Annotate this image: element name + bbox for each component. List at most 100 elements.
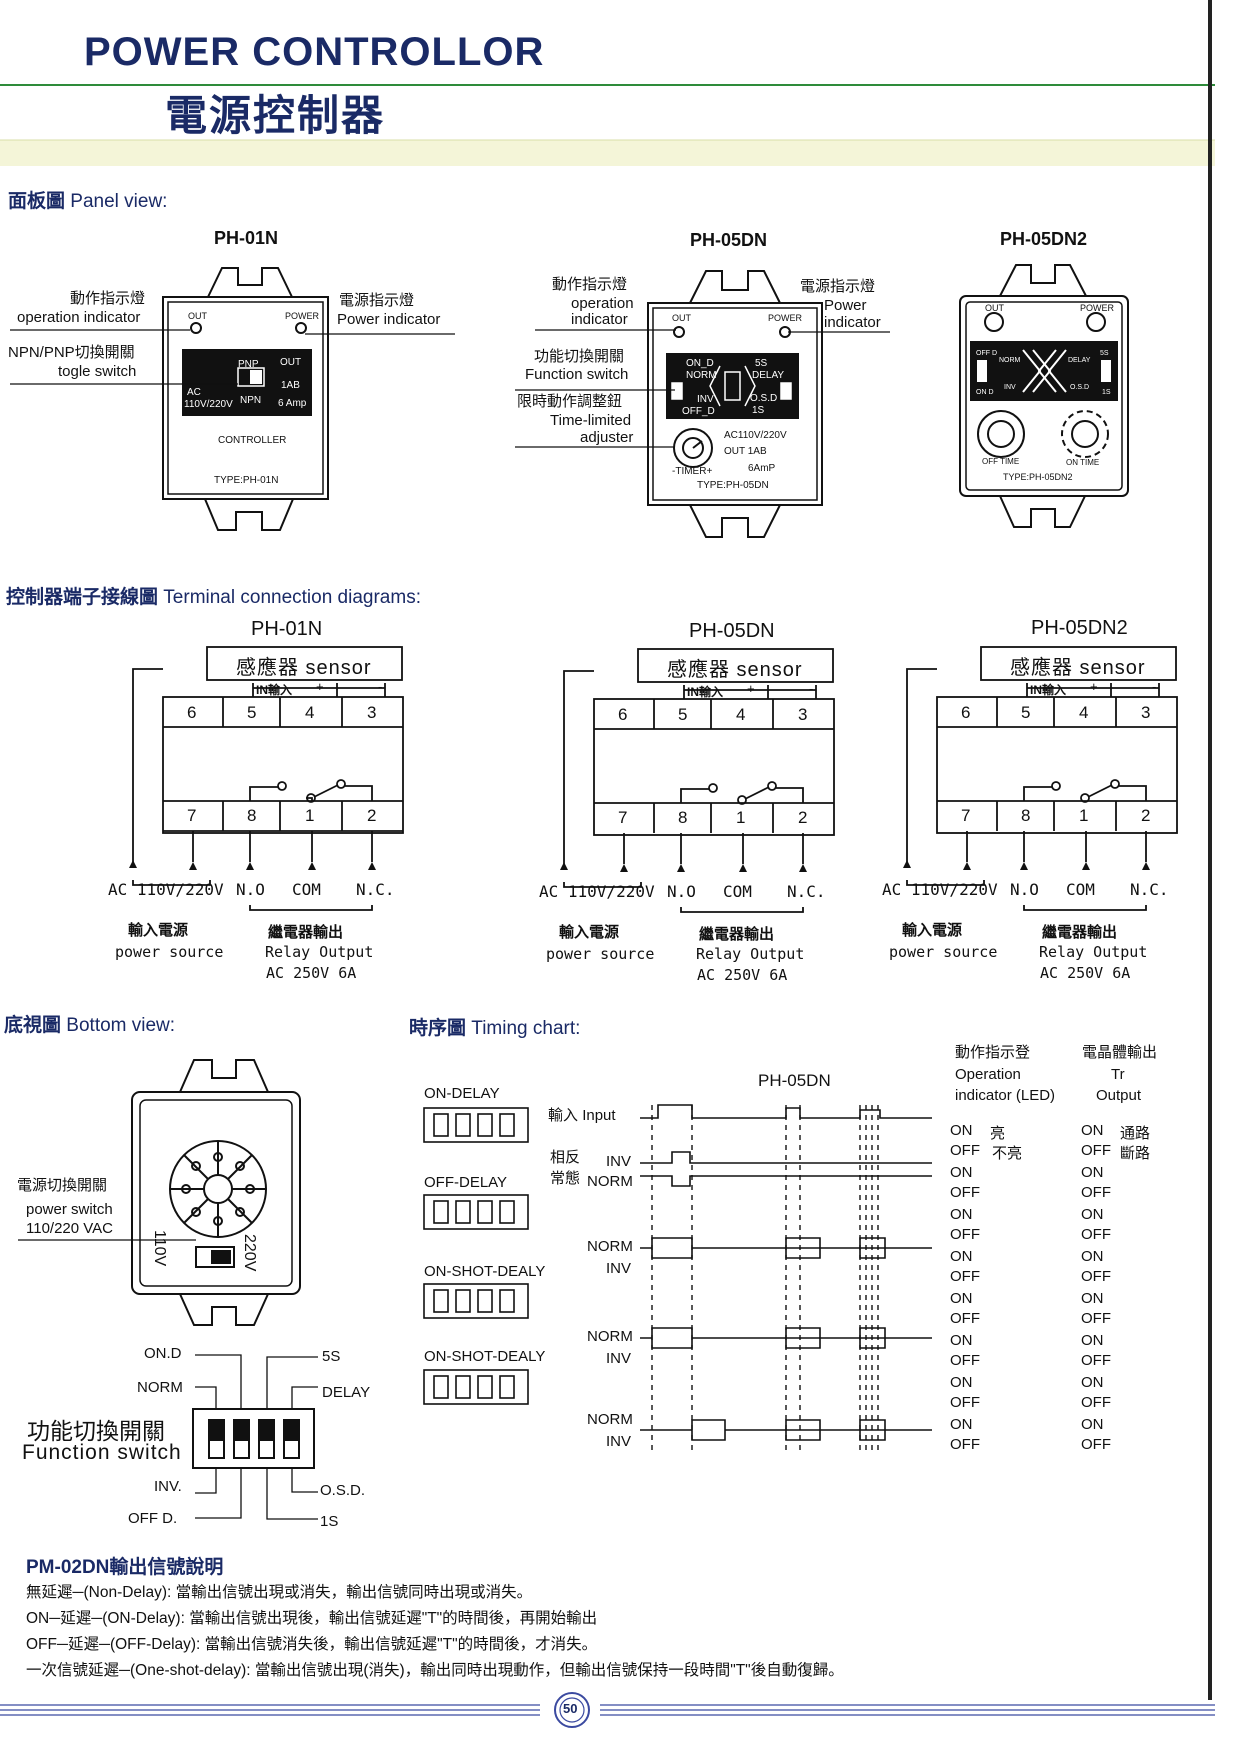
terminal-2-bottom-pin-3: 2	[1141, 806, 1151, 825]
timing-tr-zh: 電晶體輸出	[1082, 1044, 1158, 1061]
terminal-1-ps-zh: 輸入電源	[559, 924, 620, 941]
terminal-1-plus: +	[747, 681, 755, 696]
led-on-3: ON	[950, 1248, 973, 1265]
terminal-2-plus: +	[1090, 679, 1098, 694]
terminal-0-minus: -	[378, 679, 383, 694]
terminal-1-no: N.O	[667, 882, 696, 901]
fs-inv: INV.	[154, 1478, 182, 1495]
tr-off-1: OFF	[1081, 1184, 1111, 1201]
ph01n-out2-label: OUT	[280, 357, 302, 368]
page-title-en: POWER CONTROLLOR	[84, 30, 545, 74]
ph05dn-on-d: ON_D	[686, 358, 714, 369]
ph05dn-op-en1: operation	[571, 295, 634, 312]
terminal-diagram-ph05dn	[560, 648, 835, 913]
timing-input-en: Input	[582, 1107, 616, 1124]
ph05dn2-norm: NORM	[999, 357, 1021, 364]
terminal-0-ro-spec: AC 250V 6A	[266, 964, 357, 982]
ph01n-amp1: 1AB	[281, 380, 300, 391]
terminal-1-nc: N.C.	[787, 882, 826, 901]
terminal-0-bottom-pin-3: 2	[367, 806, 377, 825]
terminal-2-ro-zh: 繼電器輸出	[1042, 924, 1118, 941]
power-switch-range: 110/220 VAC	[26, 1220, 114, 1237]
timing-heading: 時序圖 Timing chart:	[409, 1013, 580, 1040]
ph05dn-pw-en2: indicator	[824, 314, 881, 331]
terminal-1-bottom-pin-3: 2	[798, 808, 808, 827]
tr-off-2: OFF	[1081, 1226, 1111, 1243]
fs-1s: 1S	[320, 1513, 339, 1530]
timing-norm-zh: 常態	[550, 1170, 581, 1187]
terminal-1-ro-spec: AC 250V 6A	[697, 966, 788, 984]
terminal-2-minus: -	[1152, 679, 1157, 694]
timing-op-en2: indicator (LED)	[955, 1087, 1056, 1104]
led-on-1: ON	[950, 1164, 973, 1181]
ph05dn-tm-en2: adjuster	[580, 429, 634, 446]
panel-view-heading-zh: 面板圖	[8, 191, 66, 212]
panel-view-heading-en: Panel view:	[70, 191, 168, 212]
terminal-2-bottom-pin-2: 1	[1079, 806, 1089, 825]
ph05dn-pw-zh: 電源指示燈	[800, 278, 876, 295]
terminal-0-ac: AC 110V/220V	[108, 880, 224, 899]
tr-on-2: ON	[1081, 1206, 1104, 1223]
fs-osd: O.S.D.	[320, 1482, 366, 1499]
terminal-1-minus: -	[809, 681, 814, 696]
timing-op-en1: Operation	[955, 1066, 1021, 1083]
ph01n-pnp-label: PNP	[238, 359, 259, 370]
mode-on-delay: ON-DELAY	[424, 1085, 500, 1102]
timing-norm-4: NORM	[587, 1411, 633, 1428]
ph05dn2-off-d: OFF D	[976, 350, 997, 357]
ph01n-ac-label: AC	[187, 387, 201, 398]
terminal-0-ro-en: Relay Output	[265, 943, 374, 961]
timing-op-zh: 動作指示登	[955, 1044, 1031, 1061]
bottom-view-heading: 底視圖 Bottom view:	[4, 1010, 175, 1037]
ph01n-ac-voltage: 110V/220V	[184, 399, 233, 410]
ph05dn2-out-label: OUT	[985, 303, 1004, 313]
terminal-1-top-pin-2: 4	[736, 705, 746, 724]
terminal-1-ps-en: power source	[546, 945, 655, 963]
mode-on-shot-1: ON-SHOT-DEALY	[424, 1263, 546, 1280]
fs-delay: DELAY	[322, 1384, 371, 1401]
ph05dn-delay: DELAY	[752, 370, 785, 381]
timing-input-zh: 輸入	[548, 1107, 579, 1124]
terminal-1-ro-en: Relay Output	[696, 945, 805, 963]
mode-off-delay: OFF-DELAY	[424, 1174, 508, 1191]
power-switch-en: power switch	[26, 1201, 113, 1218]
tr-on-6: ON	[1081, 1374, 1104, 1391]
function-switch-en: Function switch	[22, 1441, 182, 1464]
terminal-heading-zh: 控制器端子接線圖	[6, 587, 159, 608]
led-off-1: OFF	[950, 1184, 980, 1201]
timing-norm-1: NORM	[587, 1173, 633, 1190]
terminal-2-ro-spec: AC 250V 6A	[1040, 964, 1131, 982]
led-off-2: OFF	[950, 1226, 980, 1243]
ph05dn-off-d: OFF_D	[682, 406, 715, 417]
ph05dn-op-en2: indicator	[571, 311, 628, 328]
tr-off-7: OFF	[1081, 1436, 1111, 1453]
ph05dn2-delay: DELAY	[1068, 357, 1091, 364]
terminal-0-plus: +	[316, 679, 324, 694]
timing-input-label: 輸入 Input	[548, 1107, 616, 1125]
terminal-0-ro-zh: 繼電器輸出	[268, 924, 344, 941]
ph01n-op-zh: 動作指示燈	[70, 290, 146, 307]
ph05dn-amp: 6AmP	[748, 463, 776, 474]
terminal-0-top-pin-3: 3	[367, 703, 377, 722]
terminal-1-top-pin-1: 5	[678, 705, 688, 724]
page-title-zh: 電源控制器	[165, 92, 386, 139]
terminal-1-com: COM	[723, 882, 752, 901]
led-off-6: OFF	[950, 1394, 980, 1411]
ph05dn-norm: NORM	[686, 370, 717, 381]
tr-off-4: OFF	[1081, 1310, 1111, 1327]
terminal-0-com: COM	[292, 880, 321, 899]
led-on-6: ON	[950, 1374, 973, 1391]
terminal-2-top-pin-3: 3	[1141, 703, 1151, 722]
power-switch-zh: 電源切換開關	[17, 1177, 108, 1194]
ph05dn-power-label: POWER	[768, 313, 803, 323]
ph05dn-fn-en: Function switch	[525, 366, 629, 383]
tr-on-0: ON	[1081, 1122, 1104, 1139]
timing-inv-zh: 相反	[550, 1149, 581, 1166]
led-on-5: ON	[950, 1332, 973, 1349]
terminal-0-sensor: 感應器 sensor	[236, 657, 372, 679]
terminal-0-ps-en: power source	[115, 943, 224, 961]
ph05dn2-1s: 1S	[1102, 389, 1111, 396]
ph05dn-osd: O.S.D	[750, 393, 778, 404]
terminal-2-nc: N.C.	[1130, 880, 1169, 899]
